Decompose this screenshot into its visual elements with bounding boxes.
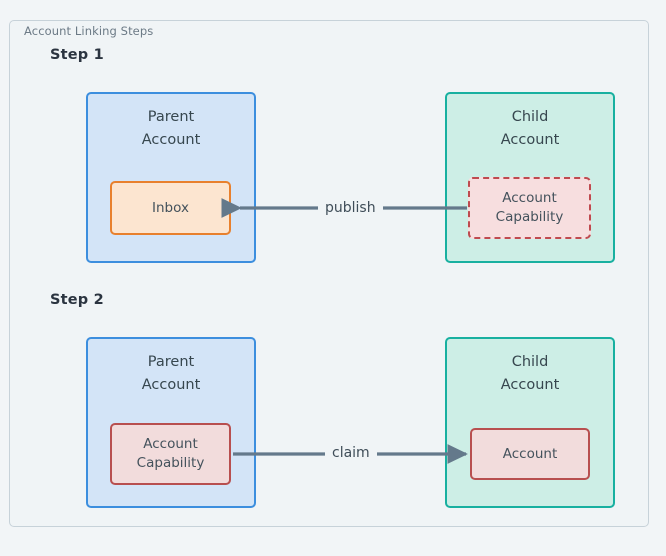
- step-1-account-capability-node[interactable]: Account Capability: [468, 177, 591, 239]
- step-2-parent-account-title: Parent Account: [141, 354, 201, 393]
- step-2-account-capability-node[interactable]: Account Capability: [110, 423, 231, 485]
- step-1-child-account-title: Child Account: [500, 109, 560, 148]
- step-2-child-account-title: Child Account: [500, 354, 560, 393]
- step-2-account-node[interactable]: Account: [470, 428, 590, 480]
- step-1-inbox-node[interactable]: Inbox: [110, 181, 231, 235]
- publish-edge-label: publish: [318, 200, 383, 216]
- step-1-parent-account-title: Parent Account: [141, 109, 201, 148]
- diagram-title: Account Linking Steps: [24, 24, 154, 38]
- step-2-label: Step 2: [50, 292, 104, 308]
- claim-edge-label: claim: [325, 445, 377, 461]
- step-1-parent-account-box[interactable]: Parent Account: [86, 92, 256, 263]
- step-2-child-account-box[interactable]: Child Account: [445, 337, 615, 508]
- step-1-label: Step 1: [50, 47, 104, 63]
